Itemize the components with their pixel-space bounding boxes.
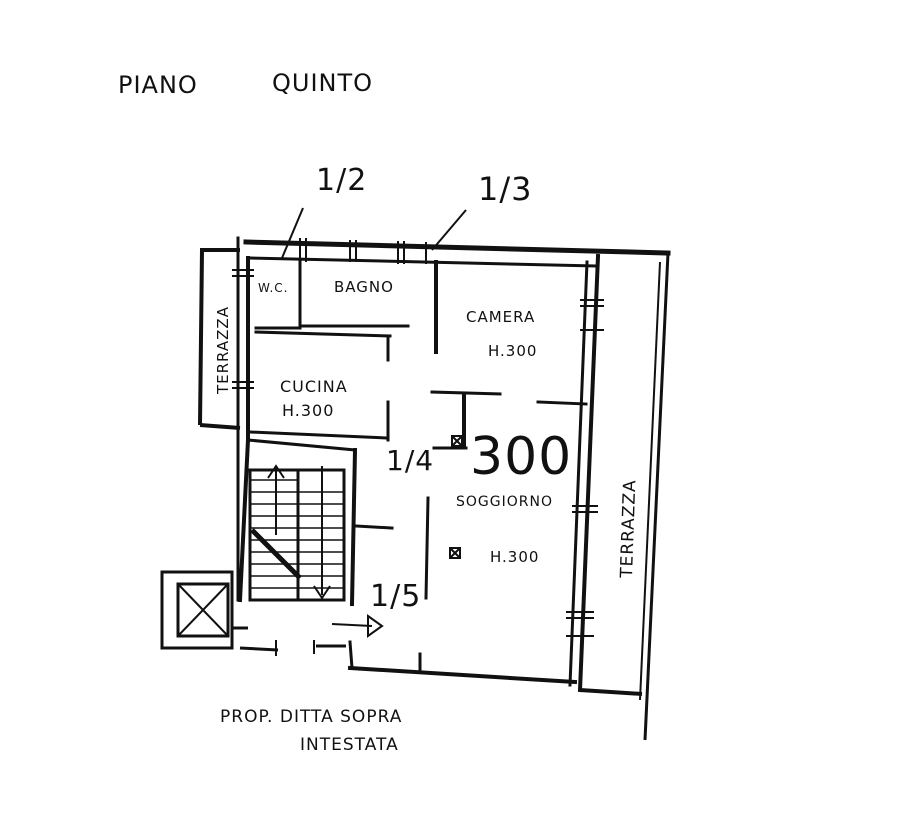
window-marks <box>232 238 604 637</box>
ref-mark-1-4: 1/4 <box>386 444 434 477</box>
interior-walls <box>248 260 588 674</box>
room-label-cucina: CUCINA <box>280 377 348 396</box>
room-label-camera: CAMERA <box>466 308 535 326</box>
plan-title-piano: PIANO <box>118 71 198 99</box>
entry-landing <box>232 614 384 656</box>
ownership-note-line2: INTESTATA <box>300 735 399 755</box>
elevator-shaft <box>160 570 234 650</box>
room-label-soggiorno: SOGGIORNO <box>456 494 553 510</box>
ref-leader-1-3 <box>431 209 467 251</box>
ownership-note-line1: PROP. DITTA SOPRA <box>220 707 402 727</box>
room-height-cucina: H.300 <box>282 401 334 420</box>
terrace-right-label: TERRAZZA <box>617 479 640 579</box>
column-marks <box>449 435 463 559</box>
room-label-bagno: BAGNO <box>334 278 394 296</box>
ref-mark-1-5: 1/5 <box>370 579 421 614</box>
ref-mark-1-3: 1/3 <box>478 170 533 208</box>
room-height-camera: H.300 <box>488 342 537 360</box>
terrace-right-outline <box>579 252 670 741</box>
room-height-soggiorno: H.300 <box>490 548 539 566</box>
room-label-wc: W.C. <box>258 281 289 295</box>
terrace-left-label: TERRAZZA <box>214 306 232 395</box>
height-note-300: 300 <box>470 427 572 487</box>
staircase <box>248 464 346 602</box>
outer-walls <box>236 236 671 693</box>
plan-title-quinto: QUINTO <box>272 69 373 97</box>
ref-mark-1-2: 1/2 <box>316 163 367 198</box>
terrace-left-outline <box>198 248 241 430</box>
ref-leader-1-2 <box>281 207 304 259</box>
